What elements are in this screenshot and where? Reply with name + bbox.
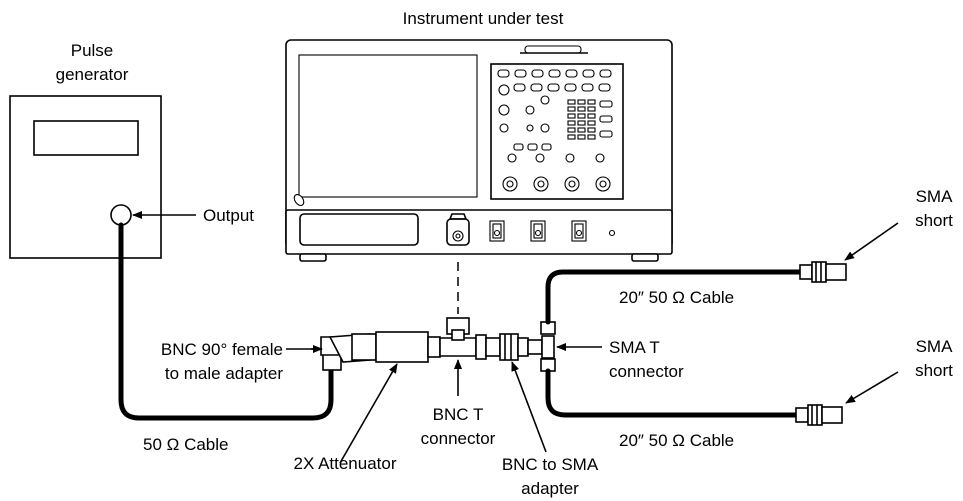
bnc-t-label-line2: connector <box>421 429 496 448</box>
panel-knob <box>526 124 534 132</box>
pulse-generator-label-line2: generator <box>56 65 129 84</box>
panel-button <box>577 113 586 119</box>
panel-button <box>565 69 578 78</box>
bnc90-label-line2: to male adapter <box>165 364 283 383</box>
bnc-t-label-line1: BNC T <box>433 405 484 424</box>
sma-short-lower-label-line1: SMA <box>916 337 954 356</box>
attenuator-label: 2X Attenuator <box>293 454 396 473</box>
panel-button <box>548 69 561 78</box>
instrument-title: Instrument under test <box>403 9 564 28</box>
attenuator-arrow <box>339 363 398 464</box>
panel-button <box>567 120 576 126</box>
panel-button <box>598 83 611 92</box>
panel-knob <box>498 104 510 116</box>
cable-50-label: 50 Ω Cable <box>143 435 228 454</box>
bnc-90-adapter <box>320 333 377 371</box>
panel-button <box>514 69 527 78</box>
panel-button <box>577 99 586 105</box>
panel-knob <box>507 153 517 163</box>
bnc-sma-label-line1: BNC to SMA <box>502 455 599 474</box>
attenuator-2x <box>375 331 441 363</box>
pulse-generator-display <box>33 120 139 156</box>
sma-short-upper-label-line1: SMA <box>916 187 954 206</box>
sma-short-upper-arrow <box>844 222 899 261</box>
panel-button <box>577 134 586 140</box>
instrument-under-test <box>285 39 673 262</box>
panel-button <box>547 83 560 92</box>
panel-knob-center <box>599 180 607 188</box>
cable-20-lower-label: 20″ 50 Ω Cable <box>619 431 734 450</box>
panel-button <box>599 130 613 138</box>
panel-button <box>567 134 576 140</box>
pulse-generator <box>9 95 162 259</box>
panel-button <box>497 69 510 78</box>
panel-knob <box>540 95 550 105</box>
panel-knob <box>499 123 509 133</box>
panel-knob <box>540 123 550 133</box>
panel-button <box>599 69 612 78</box>
panel-knob-center <box>537 180 545 188</box>
panel-button <box>513 83 526 92</box>
panel-button <box>541 143 552 151</box>
panel-button <box>581 83 594 92</box>
channel-2-input <box>489 220 505 242</box>
panel-knob <box>498 84 510 96</box>
panel-button <box>567 99 576 105</box>
sma-short-lower <box>795 404 843 426</box>
panel-button <box>599 100 613 108</box>
panel-button <box>567 106 576 112</box>
channel-3-input <box>530 220 546 242</box>
panel-button <box>567 113 576 119</box>
channel-1-input <box>446 213 470 246</box>
cable-20-lower <box>545 368 799 418</box>
sma-short-upper-label-line2: short <box>915 211 953 230</box>
panel-button <box>587 113 596 119</box>
panel-button <box>587 99 596 105</box>
sma-short-lower-arrow <box>845 371 899 404</box>
panel-button <box>587 134 596 140</box>
bnc-sma-label-line2: adapter <box>521 479 579 498</box>
bnc90-label-line1: BNC 90° female <box>161 340 283 359</box>
panel-button <box>577 120 586 126</box>
output-label: Output <box>203 206 254 225</box>
sma-t-connector <box>527 321 556 372</box>
bnc-t-connector <box>439 317 487 360</box>
panel-knob <box>595 153 605 163</box>
panel-knob-center <box>506 180 514 188</box>
bnc-sma-arrow <box>511 361 547 453</box>
panel-button <box>587 106 596 112</box>
panel-knob <box>535 153 545 163</box>
panel-button <box>587 120 596 126</box>
sma-t-label-line1: SMA T <box>609 338 660 357</box>
panel-knob-center <box>568 180 576 188</box>
panel-button <box>513 143 524 151</box>
panel-button <box>530 83 543 92</box>
panel-knob <box>525 105 535 115</box>
panel-controls <box>497 69 613 192</box>
pulse-generator-label-line1: Pulse <box>71 41 114 60</box>
sma-short-lower-label-line2: short <box>915 361 953 380</box>
panel-button <box>531 69 544 78</box>
panel-button <box>587 127 596 133</box>
pulse-generator-output-connector <box>110 204 132 226</box>
panel-button <box>577 127 586 133</box>
panel-button <box>582 69 595 78</box>
panel-button <box>577 106 586 112</box>
sma-short-upper <box>799 261 847 283</box>
panel-button <box>564 83 577 92</box>
panel-button <box>527 143 538 151</box>
cable-20-upper-label: 20″ 50 Ω Cable <box>619 288 734 307</box>
channel-4-input <box>571 220 587 242</box>
aux-jack <box>608 229 616 237</box>
sma-t-label-line2: connector <box>609 362 684 381</box>
panel-knob <box>565 153 575 163</box>
bnc-to-sma-adapter <box>485 333 529 361</box>
cable-50-ohm <box>118 222 334 421</box>
panel-button <box>567 127 576 133</box>
panel-button <box>599 115 613 123</box>
cable-20-upper <box>545 269 803 325</box>
